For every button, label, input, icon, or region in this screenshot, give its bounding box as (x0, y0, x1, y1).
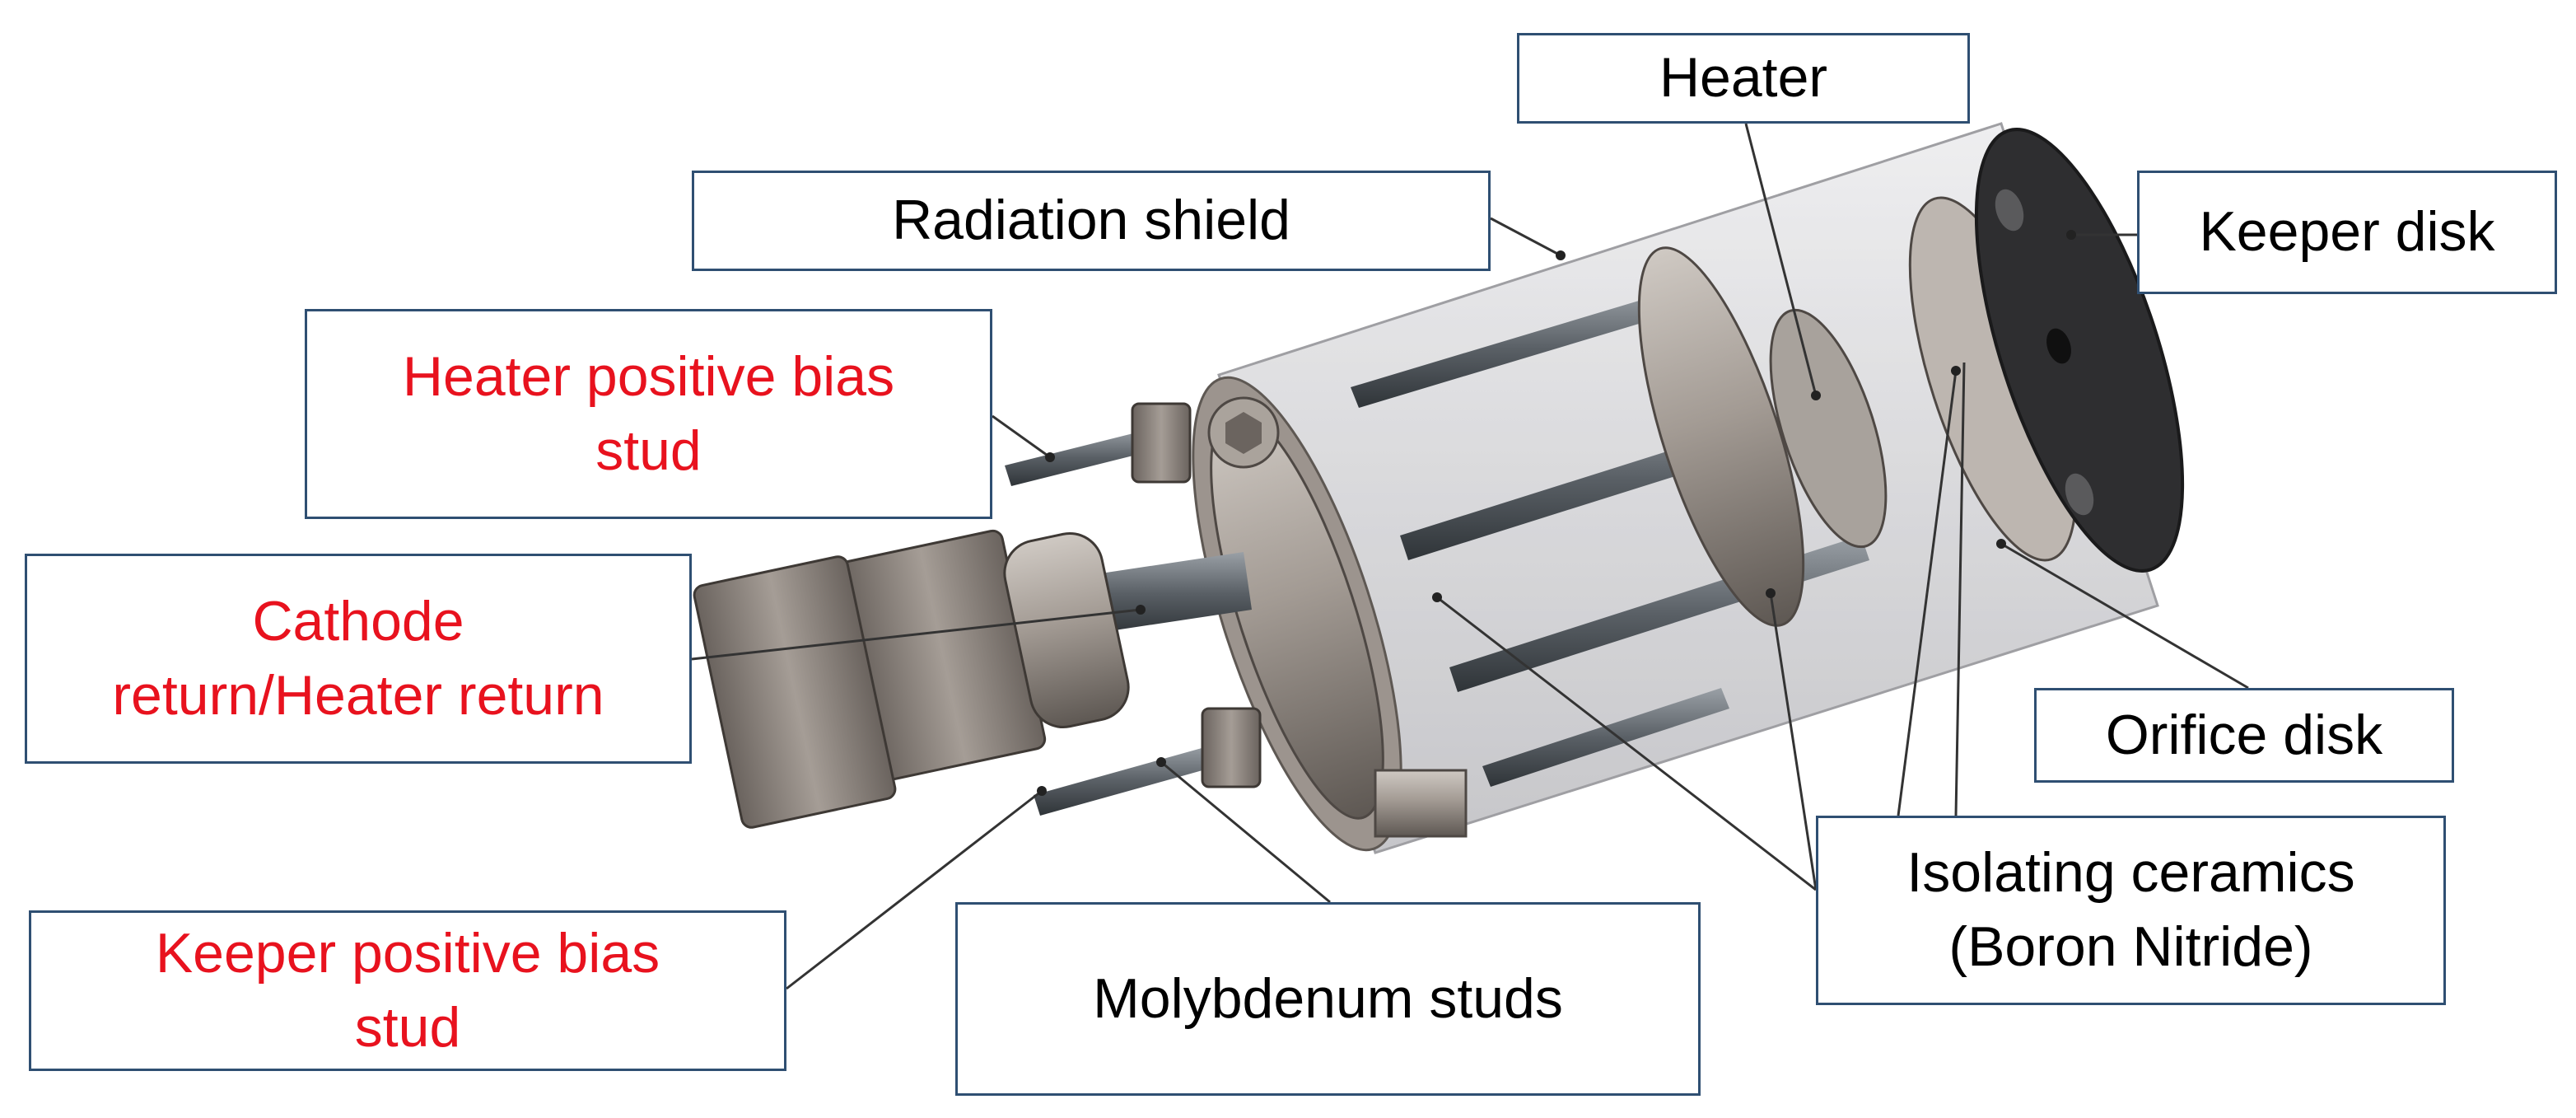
ceramic-flange (1637, 246, 1805, 627)
label-molybdenum-studs-text: Molybdenum studs (1093, 966, 1563, 1030)
keeper-disk-screw-top (1995, 189, 2024, 232)
leader-molybdenum (1160, 760, 1331, 904)
leader-radiation-shield (1490, 217, 1561, 257)
keeper-bias-stud (1034, 707, 1262, 816)
label-radiation-shield-text: Radiation shield (892, 189, 1290, 252)
bottom-lug (1374, 769, 1468, 838)
label-keeper-positive-bias-stud: Keeper positive bias stud (29, 910, 786, 1071)
keeper-disk-hole (2046, 328, 2071, 364)
leader-heater (1744, 123, 1818, 396)
leader-heater-bias (992, 414, 1051, 459)
leader-cathode-return (691, 608, 1141, 661)
label-keeper-disk: Keeper disk (2137, 171, 2557, 294)
leader-ceramics-2 (1769, 592, 1818, 891)
leader-arrowheads (1037, 230, 2076, 796)
hex-screw (1207, 396, 1280, 469)
label-keeper-disk-text: Keeper disk (2199, 200, 2495, 264)
leader-ceramics-3 (1897, 370, 1958, 816)
label-heater-text: Heater (1659, 46, 1828, 110)
keeper-disk-screw-bottom (2065, 473, 2094, 516)
fitting-sleeve (1003, 531, 1130, 729)
fitting-nut-rear (693, 555, 897, 829)
leader-keeper-bias (786, 789, 1043, 990)
label-heater: Heater (1517, 33, 1970, 124)
keeper-disk (1974, 128, 2185, 573)
label-cathode-return: Cathode return/Heater return (25, 554, 692, 764)
return-fittings (693, 529, 1252, 829)
leader-ceramics-4 (1954, 362, 1966, 816)
leader-lines (691, 123, 2249, 990)
cathode-body (1192, 122, 2185, 854)
label-molybdenum-studs: Molybdenum studs (955, 902, 1701, 1096)
label-radiation-shield: Radiation shield (692, 171, 1491, 271)
leader-ceramics-1 (1436, 596, 1817, 891)
label-orifice-disk: Orifice disk (2034, 688, 2454, 783)
heater-bias-stud (1005, 402, 1192, 486)
label-heater-positive-bias-stud-text: Heater positive bias stud (402, 344, 895, 482)
heater-element (1769, 308, 1888, 549)
label-cathode-return-text: Cathode return/Heater return (112, 589, 604, 727)
label-heater-positive-bias-stud: Heater positive bias stud (305, 309, 992, 519)
label-keeper-positive-bias-stud-text: Keeper positive bias stud (155, 921, 660, 1059)
leader-orifice-disk (2000, 542, 2249, 690)
label-isolating-ceramics-text: Isolating ceramics (Boron Nitride) (1906, 841, 2355, 978)
label-isolating-ceramics: Isolating ceramics (Boron Nitride) (1816, 816, 2446, 1005)
label-orifice-disk-text: Orifice disk (2105, 703, 2383, 766)
